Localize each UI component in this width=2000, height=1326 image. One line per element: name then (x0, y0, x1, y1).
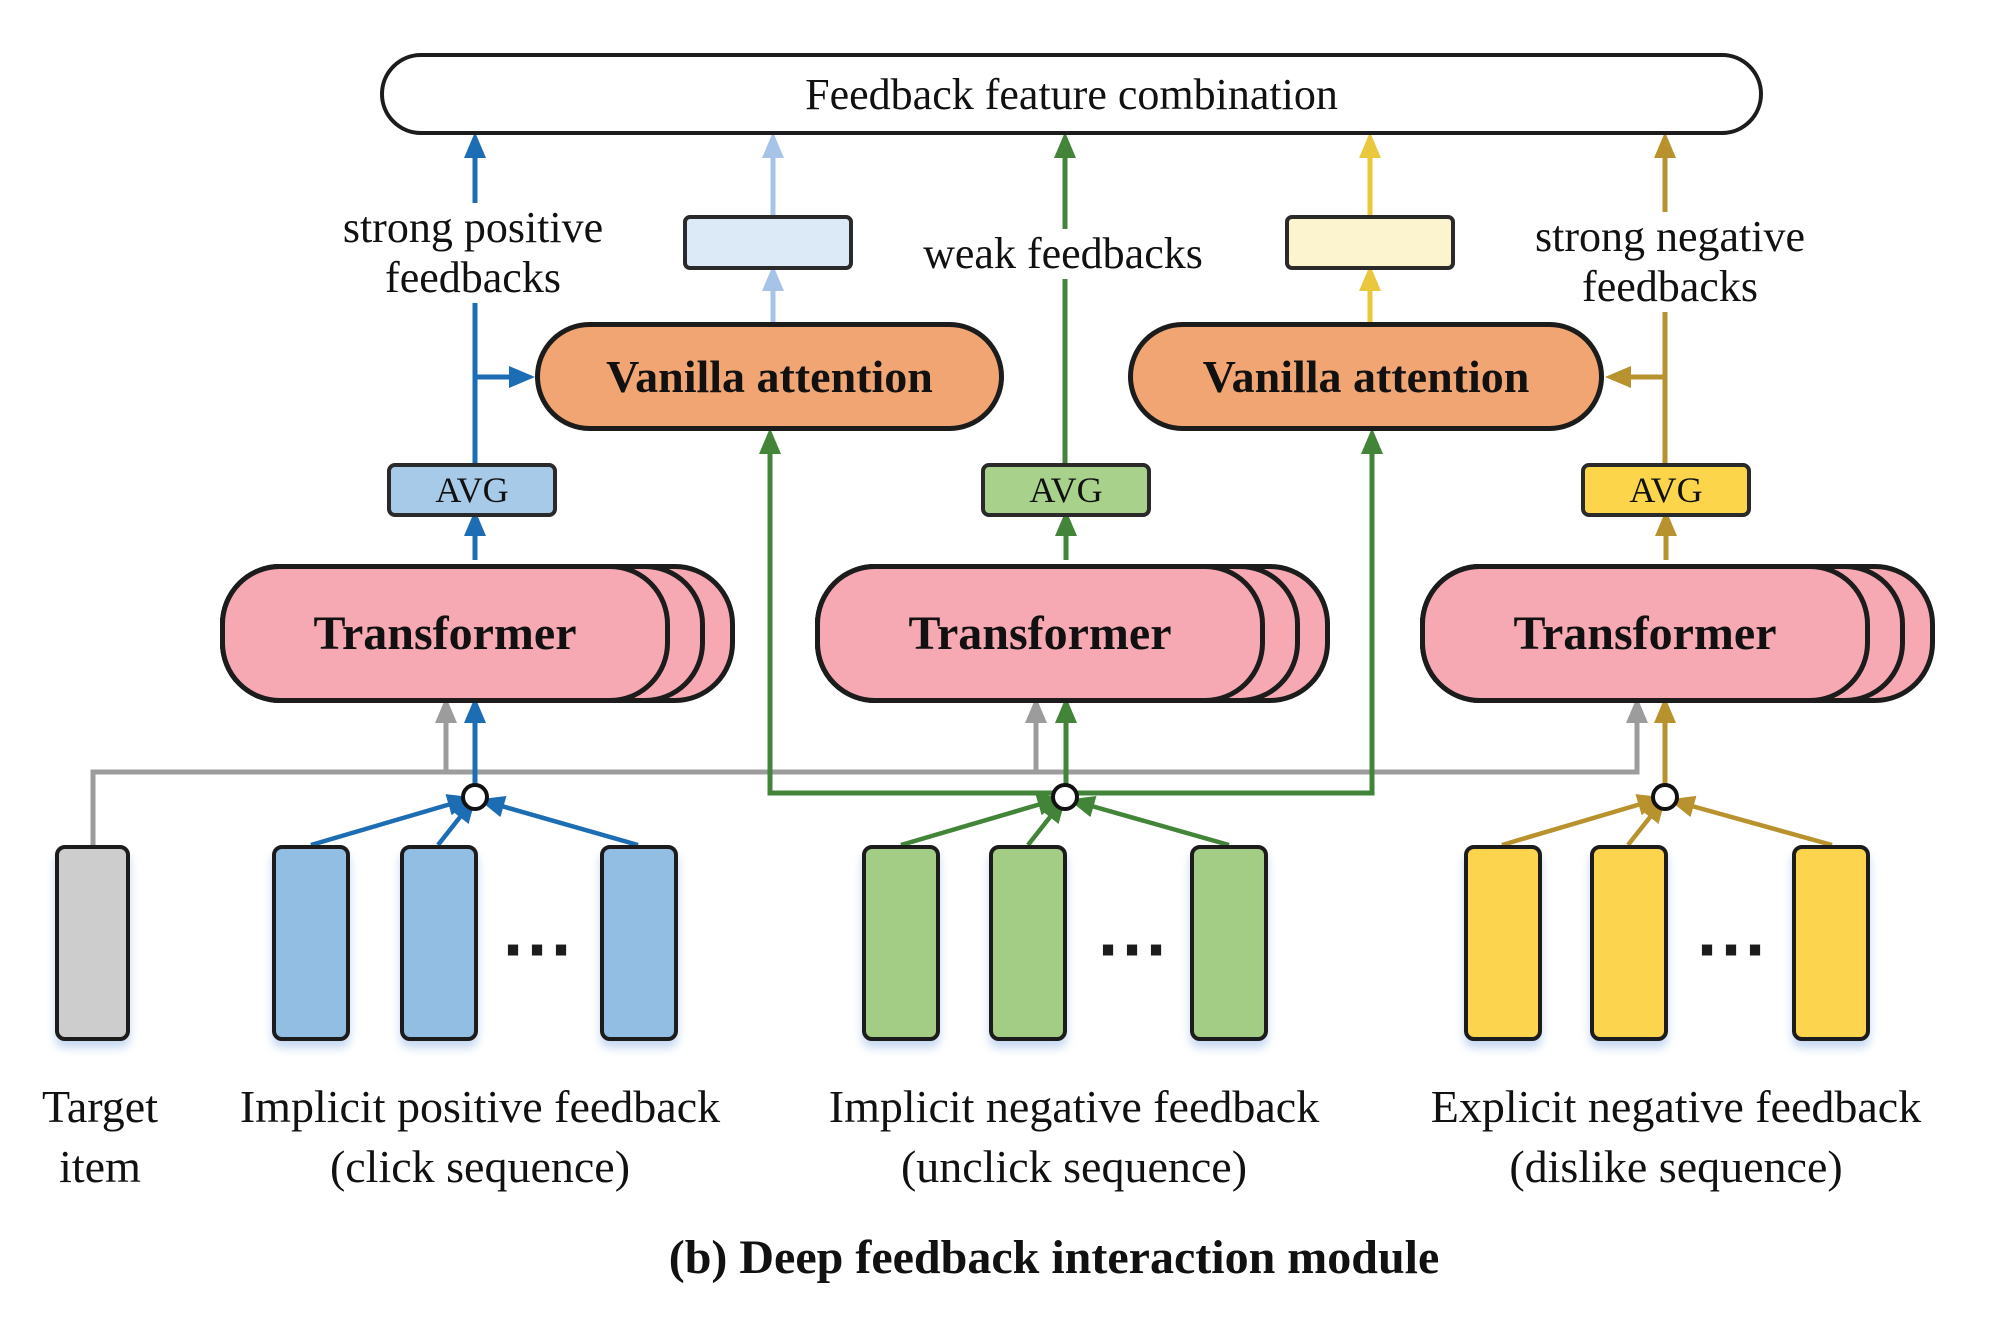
avg-negative-explicit-box: AVG (1581, 463, 1751, 517)
unclick-sequence-vector (862, 845, 940, 1041)
dislike-vector-arrows (1501, 794, 1833, 848)
click-sequence-vector (272, 845, 350, 1041)
dislike-sequence-ellipsis: ··· (1695, 916, 1769, 984)
figure-caption: (b) Deep feedback interaction module (668, 1231, 1440, 1284)
strong-negative-feedbacks-note: strong negative feedbacks (1510, 212, 1830, 312)
junction-node-positive (461, 783, 489, 811)
target-item-vector (55, 845, 130, 1041)
unclick-sequence-vector (989, 845, 1067, 1041)
click-sequence-vector (600, 845, 678, 1041)
pooled-negative-vector (1285, 215, 1455, 270)
transformer-middle-box: Transformer (815, 564, 1265, 703)
explicit-negative-feedback-caption: Explicit negative feedback (dislike sequ… (1430, 1081, 1922, 1192)
pooled-positive-vector (683, 215, 853, 270)
strong-positive-feedbacks-note: strong positive feedbacks (313, 203, 633, 303)
transformer-left-label: Transformer (313, 607, 577, 660)
click-sequence-ellipsis: ··· (501, 916, 575, 984)
avg-positive-label: AVG (435, 470, 509, 510)
vanilla-attention-right-box: Vanilla attention (1128, 322, 1604, 431)
transformer-right-label: Transformer (1513, 607, 1777, 660)
click-sequence-vector (400, 845, 478, 1041)
vanilla-attention-left-box: Vanilla attention (535, 322, 1004, 431)
strong-positive-path (464, 132, 535, 786)
junction-node-negative-implicit (1051, 783, 1079, 811)
avg-positive-box: AVG (387, 463, 557, 517)
target-item-path (90, 697, 1648, 845)
unclick-sequence-vector (1190, 845, 1268, 1041)
transformer-left-box: Transformer (220, 564, 670, 703)
unclick-vector-arrows (900, 794, 1230, 848)
junction-node-negative-explicit (1651, 783, 1679, 811)
implicit-negative-feedback-caption: Implicit negative feedback (unclick sequ… (828, 1081, 1320, 1192)
implicit-positive-feedback-caption: Implicit positive feedback (click sequen… (239, 1081, 721, 1192)
junction-nodes (461, 783, 1679, 811)
dislike-sequence-vector (1464, 845, 1542, 1041)
dislike-sequence-vector (1590, 845, 1668, 1041)
weak-feedback-path (759, 132, 1383, 796)
target-item-caption: Target item (42, 1081, 158, 1192)
vanilla-attention-left-label: Vanilla attention (606, 351, 933, 402)
transformer-middle-label: Transformer (908, 607, 1172, 660)
feedback-feature-combination-label: Feedback feature combination (805, 69, 1338, 119)
avg-negative-implicit-label: AVG (1029, 470, 1103, 510)
avg-negative-implicit-box: AVG (981, 463, 1151, 517)
weak-feedbacks-note: weak feedbacks (903, 229, 1223, 279)
avg-negative-explicit-label: AVG (1629, 470, 1703, 510)
unclick-sequence-ellipsis: ··· (1096, 916, 1170, 984)
dislike-sequence-vector (1792, 845, 1870, 1041)
vanilla-attention-right-label: Vanilla attention (1202, 351, 1530, 402)
click-vector-arrows (310, 794, 639, 848)
feedback-feature-combination-box: Feedback feature combination (380, 53, 1763, 135)
transformer-right-box: Transformer (1420, 564, 1870, 703)
